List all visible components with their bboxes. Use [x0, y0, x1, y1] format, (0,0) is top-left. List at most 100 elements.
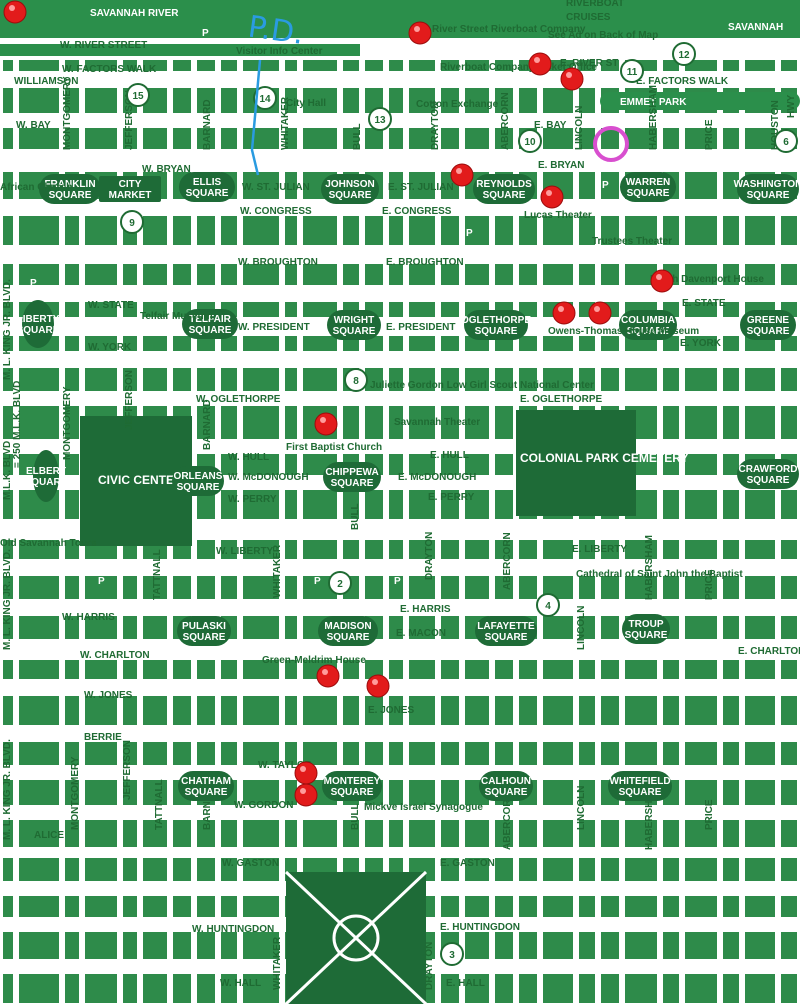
street-label-ew: W. YORK	[88, 342, 132, 353]
city-block	[495, 660, 513, 679]
route-marker: 6	[774, 129, 798, 153]
city-block	[123, 696, 137, 725]
city-block	[745, 858, 775, 881]
square-shape	[33, 450, 59, 502]
city-block	[543, 60, 573, 71]
city-block	[519, 540, 537, 559]
city-block	[579, 858, 595, 881]
city-block	[197, 490, 215, 519]
annotation-pd: P.D.	[246, 10, 306, 52]
route-marker: 11	[620, 59, 644, 83]
city-block	[543, 974, 573, 1003]
city-block	[409, 576, 435, 599]
city-block	[173, 896, 191, 917]
city-block	[495, 820, 513, 847]
street-label-ns: DRAYTON	[424, 532, 435, 580]
city-block	[601, 616, 619, 639]
street-label-ns: MONTGOMERY	[62, 386, 73, 460]
street-label-ew: W. HUNTINGDON	[192, 924, 274, 935]
city-block	[495, 576, 513, 599]
city-block	[123, 932, 137, 959]
city-block	[19, 696, 59, 725]
street-label-ew: E. STATE	[682, 298, 726, 309]
city-block	[343, 540, 359, 559]
city-block	[389, 264, 403, 285]
city-block	[285, 490, 297, 519]
city-block	[65, 932, 79, 959]
city-block	[601, 540, 619, 559]
city-block	[19, 216, 59, 245]
city-block	[65, 490, 79, 519]
city-block	[19, 660, 59, 679]
city-block	[3, 88, 13, 113]
city-block	[465, 88, 489, 113]
city-block	[745, 932, 775, 959]
city-block	[441, 216, 459, 245]
square-shape	[737, 459, 799, 489]
savannah-river	[0, 0, 800, 38]
city-block	[625, 540, 657, 559]
city-block	[303, 216, 337, 245]
city-block	[65, 576, 79, 599]
city-block	[221, 742, 237, 765]
city-block	[663, 896, 679, 917]
square-shape	[323, 462, 381, 492]
route-marker: 15	[126, 83, 150, 107]
city-block	[745, 696, 775, 725]
street-label-ns: LINCOLN	[576, 606, 587, 650]
city-block	[221, 660, 237, 679]
city-block	[579, 780, 595, 805]
street-label-ew: ALICE	[34, 830, 64, 841]
route-marker-label: 2	[337, 579, 343, 590]
city-block	[745, 742, 775, 765]
city-block	[303, 302, 337, 317]
street-label-ns: LINCOLN	[576, 786, 587, 830]
route-marker-label: 15	[132, 91, 144, 102]
square-shape	[608, 771, 672, 801]
street-label-ns: LINCOLN	[574, 106, 585, 150]
parking-icon: P	[240, 156, 247, 167]
red-pin	[294, 783, 318, 807]
city-block	[685, 896, 717, 917]
city-block	[465, 896, 489, 917]
square-shape	[740, 310, 796, 340]
city-block	[625, 974, 657, 1003]
city-block	[663, 406, 679, 439]
city-block	[343, 660, 359, 679]
city-block	[781, 60, 797, 71]
city-block	[663, 576, 679, 599]
city-block	[389, 540, 403, 559]
route-marker: 8	[344, 368, 368, 392]
city-block	[3, 742, 13, 765]
city-block	[465, 742, 489, 765]
city-block	[723, 264, 739, 285]
city-block	[745, 540, 775, 559]
city-block	[601, 742, 619, 765]
landmark-label: Mickve Israel Synagogue	[364, 802, 483, 813]
parking-icon: P	[30, 278, 37, 289]
square-shape	[172, 466, 224, 496]
street-label-ns: BARNARD	[202, 399, 213, 450]
city-block	[19, 368, 59, 391]
city-block	[579, 264, 595, 285]
street-label-ns: TATTNALL	[152, 549, 163, 600]
city-block	[663, 490, 679, 519]
city-block	[3, 336, 13, 351]
city-block	[441, 896, 459, 917]
city-block	[365, 576, 383, 599]
city-block	[243, 264, 279, 285]
city-block	[123, 858, 137, 881]
city-block	[441, 302, 459, 317]
city-block	[143, 896, 167, 917]
city-block	[143, 336, 167, 351]
city-block	[3, 696, 13, 725]
emmet-park	[600, 92, 800, 110]
